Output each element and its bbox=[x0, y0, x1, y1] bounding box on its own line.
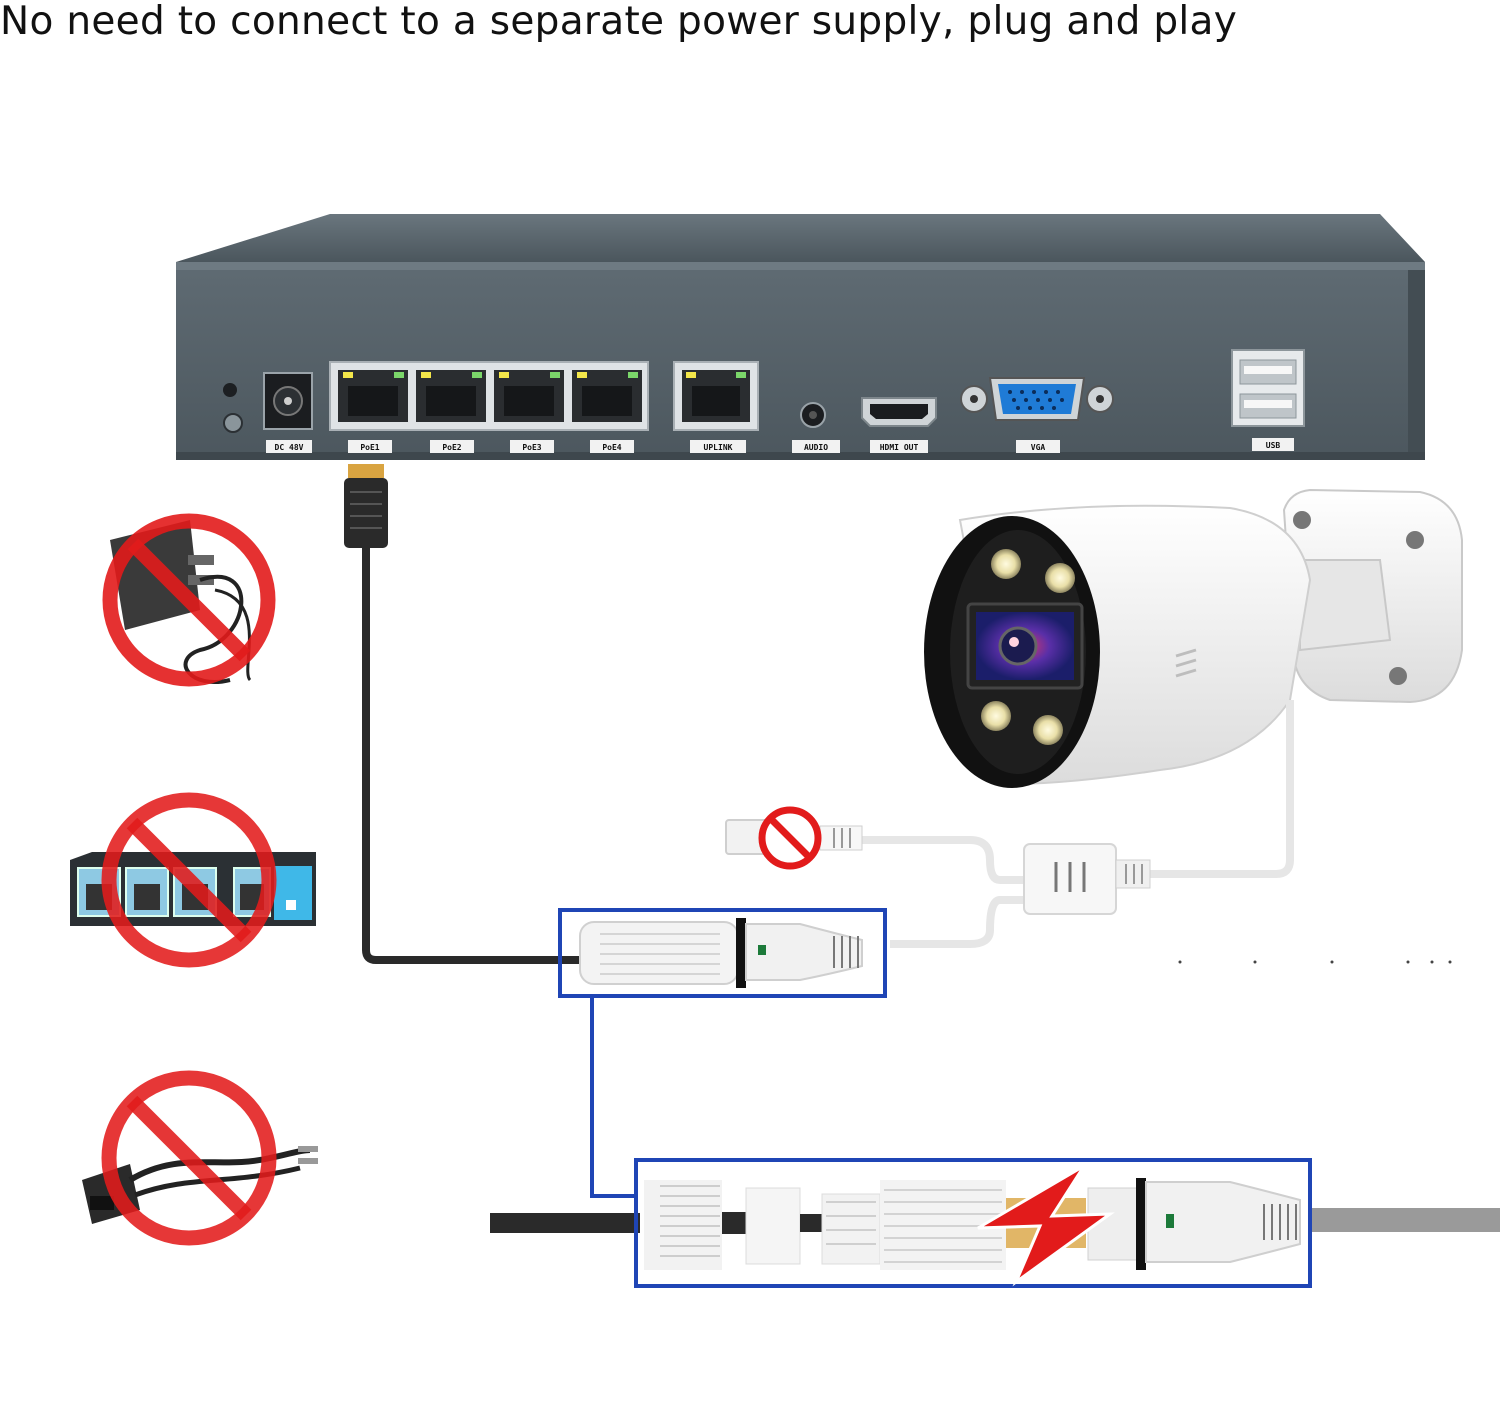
ground-screw-icon bbox=[223, 413, 243, 433]
port-label-poe4: PoE4 bbox=[602, 443, 621, 452]
port-labels: DC 48V PoE1 PoE2 PoE3 PoE4 UPLINK AUDIO … bbox=[266, 438, 1294, 453]
port-label-usb: USB bbox=[1266, 441, 1281, 450]
nvr-top-panel bbox=[176, 214, 1425, 262]
prohibited-poe-injector bbox=[82, 1070, 318, 1246]
headline: No need to connect to a separate power s… bbox=[0, 0, 1238, 44]
camera-cable bbox=[862, 700, 1294, 948]
dc-plug-prohibited bbox=[725, 806, 863, 870]
port-label-dc: DC 48V bbox=[275, 443, 304, 452]
bullet-camera bbox=[924, 488, 1463, 788]
highlight-connector-box-1 bbox=[558, 908, 887, 998]
poe-port-3[interactable] bbox=[494, 370, 564, 422]
ir-led-icon bbox=[981, 701, 1011, 731]
decorative-dots bbox=[1178, 960, 1452, 964]
prohibited-poe-switch bbox=[70, 792, 316, 968]
callout-connector-line bbox=[590, 996, 636, 1198]
prohibited-power-adapter bbox=[102, 513, 276, 687]
prohibit-circle-icon bbox=[102, 513, 276, 687]
port-label-audio: AUDIO bbox=[804, 443, 828, 452]
port-label-vga: VGA bbox=[1031, 443, 1046, 452]
usb-ports[interactable] bbox=[1231, 349, 1305, 427]
rj45-plug-black bbox=[344, 478, 388, 548]
power-bolt-icon bbox=[977, 1164, 1115, 1287]
poe-port-1[interactable] bbox=[338, 370, 408, 422]
cable-black-bottom bbox=[490, 1213, 640, 1233]
nvr-recorder: DC 48V PoE1 PoE2 PoE3 PoE4 UPLINK AUDIO … bbox=[176, 214, 1425, 460]
port-label-poe3: PoE3 bbox=[522, 443, 541, 452]
highlight-connector-box-2 bbox=[634, 1158, 1312, 1288]
ir-led-icon bbox=[1033, 715, 1063, 745]
port-label-uplink: UPLINK bbox=[704, 443, 733, 452]
hdmi-port[interactable] bbox=[861, 397, 937, 427]
port-label-poe1: PoE1 bbox=[360, 443, 379, 452]
dc-power-jack bbox=[263, 372, 313, 430]
ir-led-icon bbox=[1045, 563, 1075, 593]
audio-jack[interactable] bbox=[800, 402, 826, 428]
poe-port-2[interactable] bbox=[416, 370, 486, 422]
ir-led-icon bbox=[991, 549, 1021, 579]
poe-port-4[interactable] bbox=[572, 370, 642, 422]
uplink-port[interactable] bbox=[673, 361, 759, 431]
cable-grey-bottom bbox=[1308, 1208, 1500, 1232]
port-label-poe2: PoE2 bbox=[442, 443, 461, 452]
cable-splitter bbox=[1023, 843, 1151, 915]
reset-hole-icon bbox=[223, 383, 237, 397]
port-label-hdmi: HDMI OUT bbox=[880, 443, 919, 452]
vga-port[interactable] bbox=[960, 377, 1114, 421]
ethernet-cable-from-nvr bbox=[344, 464, 580, 964]
